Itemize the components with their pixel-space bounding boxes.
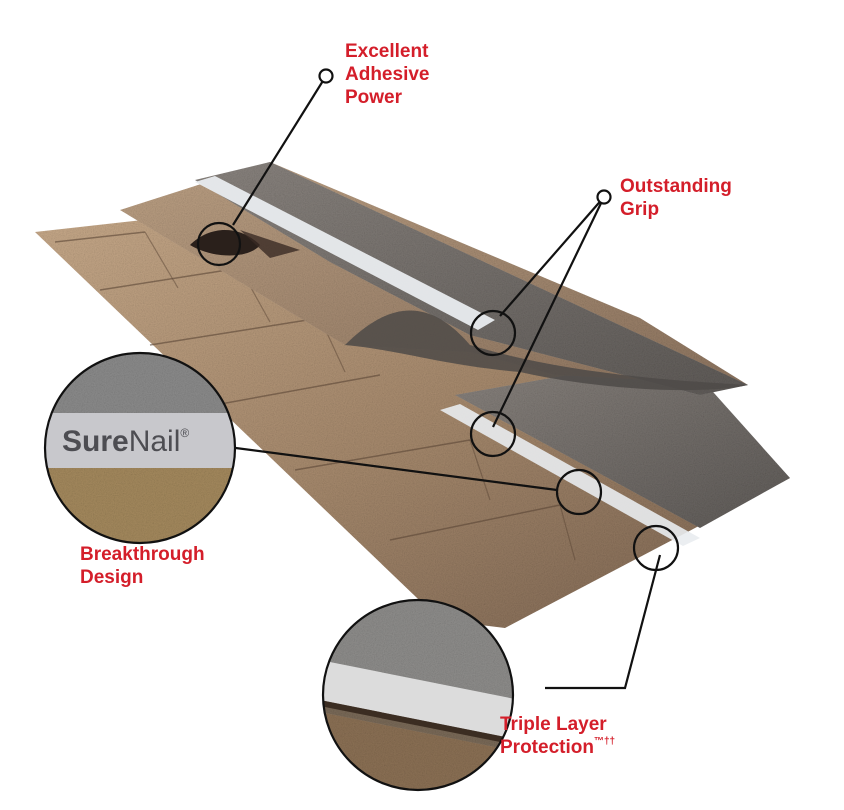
inset-triple	[321, 598, 515, 792]
callout-line: Grip	[620, 199, 660, 220]
target-triple	[632, 524, 680, 572]
callout-line-text: Protection	[500, 737, 594, 758]
leader-adhesive	[232, 75, 327, 226]
leader-lines	[227, 75, 662, 690]
target-grip-2	[469, 410, 517, 458]
callout-breakthrough-design: Breakthrough Design	[80, 543, 205, 589]
callout-line: Triple Layer	[500, 714, 607, 735]
callout-line: Power	[345, 87, 403, 108]
callout-triple-layer-protection: Triple Layer Protection™††	[500, 713, 615, 759]
callout-outstanding-grip: Outstanding Grip	[620, 175, 732, 221]
leader-triple	[545, 554, 662, 690]
callout-line: Outstanding	[620, 176, 732, 197]
inset-design-border	[43, 351, 237, 545]
inset-triple-border	[321, 598, 515, 792]
inset-design: SureNail®	[43, 351, 237, 545]
upper-shingle	[120, 162, 748, 395]
target-design	[555, 468, 603, 516]
leader-design	[227, 445, 558, 492]
callout-line: Design	[80, 567, 144, 588]
leader-grip-1	[499, 196, 605, 317]
anchor-adhesive	[318, 68, 334, 84]
anchor-grip	[596, 189, 612, 205]
callout-adhesive-power: Excellent Adhesive Power	[345, 40, 429, 109]
leader-grip-2	[492, 196, 605, 428]
lower-shingle	[35, 212, 790, 628]
target-adhesive	[196, 221, 242, 267]
callout-line: Excellent	[345, 41, 429, 62]
target-grip-1	[469, 309, 517, 357]
callout-line: Adhesive	[345, 64, 430, 85]
target-circles	[196, 221, 680, 572]
callout-line: Protection™††	[500, 736, 615, 759]
trademark-mark: ™††	[593, 736, 616, 747]
callout-anchors	[318, 68, 612, 205]
callout-line: Breakthrough	[80, 544, 205, 565]
surenail-brand-text: SureNail®	[62, 425, 189, 458]
